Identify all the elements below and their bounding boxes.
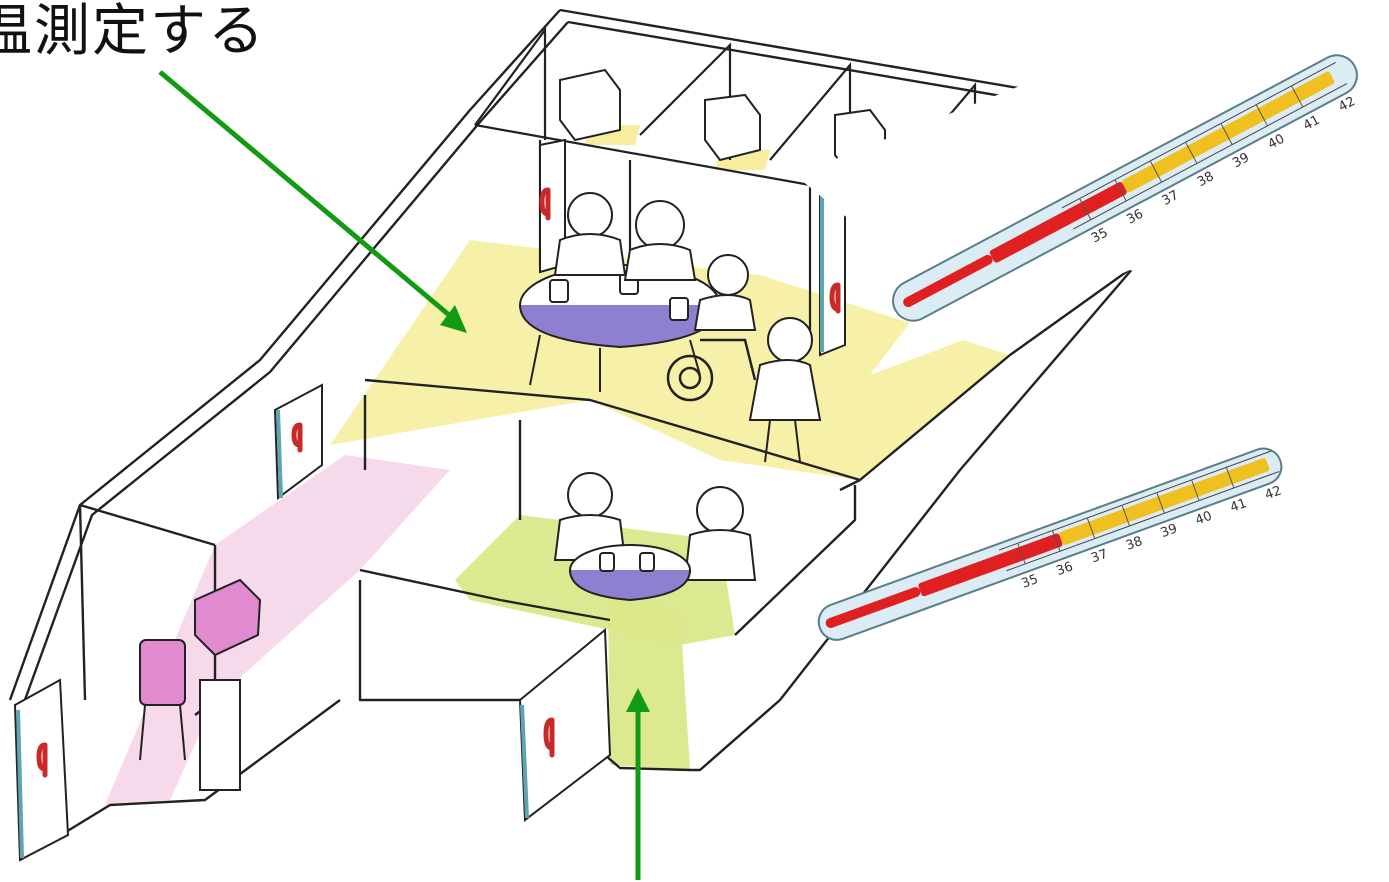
outer-walls	[8, 8, 1201, 862]
door-lower-room	[518, 627, 612, 822]
upper-room-floor	[330, 240, 1010, 480]
tick-label: 38	[1195, 169, 1217, 190]
corridor-furniture	[139, 578, 262, 791]
tick-label: 40	[1193, 509, 1214, 529]
tick-label: 36	[1054, 559, 1075, 579]
booth-sinks	[559, 68, 886, 177]
door-handle-icon	[36, 187, 841, 778]
tick-label: 35	[1089, 225, 1111, 246]
tick-label: 42	[1336, 94, 1358, 115]
tick-label: 41	[1228, 496, 1249, 516]
tick-label: 36	[1124, 207, 1146, 228]
tick-label: 41	[1301, 113, 1323, 134]
corridor-floor	[105, 455, 450, 805]
person-icon	[553, 192, 822, 581]
tick-label: 37	[1160, 188, 1182, 209]
tick-label: 39	[1159, 521, 1180, 541]
thermometer-icon: 35 36 37 38 39 40 41 42	[817, 447, 1284, 641]
wheelchair-icon	[666, 338, 757, 402]
tick-label: 40	[1266, 132, 1288, 153]
caption-text: 温測定する	[0, 0, 266, 64]
tick-label: 37	[1089, 547, 1110, 567]
thermometer-icon: 35 36 37 38 39 40 41 42	[892, 54, 1358, 322]
tick-label: 42	[1263, 483, 1284, 503]
door-edges	[16, 185, 824, 859]
tick-label: 39	[1230, 150, 1252, 171]
lower-corridor-strip	[608, 600, 690, 770]
lower-table	[569, 544, 691, 602]
tick-label: 38	[1124, 534, 1145, 554]
green-arrow-icon	[158, 70, 650, 880]
tick-label: 35	[1020, 572, 1041, 592]
